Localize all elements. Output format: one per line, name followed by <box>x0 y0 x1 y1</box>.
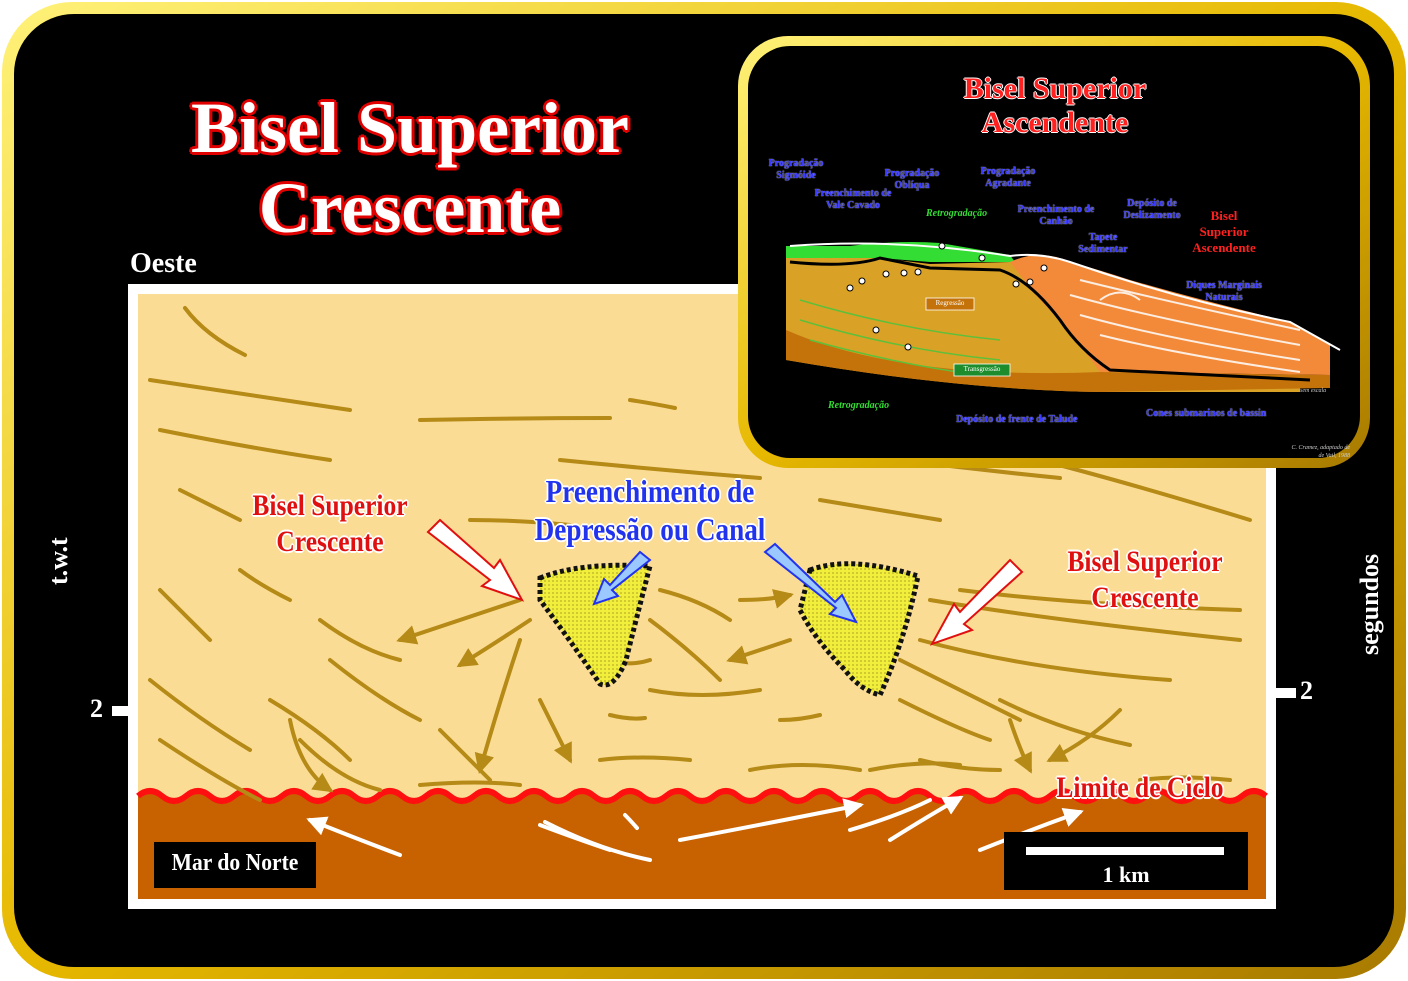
bisel-right-line-2: Crescente <box>1091 581 1199 614</box>
inset-bisel-line-2: Superior <box>1199 224 1249 239</box>
inset-title-line-2: Ascendente <box>981 106 1129 139</box>
inset-shelf <box>786 257 1300 392</box>
limite-de-ciclo-label: Limite de Ciclo <box>1056 771 1224 804</box>
blue-arrow-right <box>763 542 858 624</box>
preenchimento-callout: Preenchimento de Depressão ou Canal <box>523 472 778 548</box>
inset-retrogradacao-top: Retrogradação <box>926 208 988 219</box>
channel-fill-left <box>537 562 654 688</box>
inset-regressao-label: Regressão <box>935 299 965 307</box>
bisel-left-line-2: Crescente <box>276 525 384 558</box>
inset-deposito-frente-talude: Depósito de frente de Talude <box>956 414 1078 425</box>
inset-credit-line-2: de Vail, 1988 <box>1318 453 1351 459</box>
inset-boundary <box>789 256 1311 382</box>
bisel-left-callout: Bisel Superior Crescente <box>237 488 424 560</box>
scale-label: 1 km <box>1102 862 1150 887</box>
red-arrow-right <box>929 558 1024 646</box>
inset-bisel-line-1: Bisel <box>1210 208 1238 223</box>
scale-box <box>1004 832 1248 890</box>
basement <box>138 791 1266 899</box>
inset-progradacao-sigmoide: Progradação Sigmóide <box>768 158 824 181</box>
transgressao-box <box>953 363 1011 377</box>
inset-diques-marginais: Diques Marginais Naturais <box>1186 280 1262 303</box>
unconformity-line <box>136 788 1268 804</box>
inset-title: Bisel Superior Ascendente <box>890 72 1220 140</box>
inset-green-top <box>786 242 1015 262</box>
oeste-label: Oeste <box>130 248 197 279</box>
inset-tapete-sedimentar: Tapete Sedimentar <box>1078 232 1128 255</box>
blue-arrow-left <box>592 550 652 606</box>
segundos-axis-label: segundos <box>1355 553 1384 655</box>
basement-arrows <box>306 796 1084 862</box>
inset-preenchimento-vale: Preenchimento de Vale Cavado <box>814 188 892 211</box>
bisel-right-line-1: Bisel Superior <box>1067 545 1223 578</box>
inset-transgressao-label: Transgressão <box>963 365 1001 373</box>
title-line-1: Bisel Superior <box>190 88 629 168</box>
title-line-2: Crescente <box>258 168 562 248</box>
page-title: Bisel Superior Crescente <box>120 88 700 248</box>
inset-preenchimento-canhao: Preenchimento de Canhão <box>1017 204 1095 227</box>
inset-bisel-ascendente: Bisel Superior Ascendente <box>1176 208 1272 256</box>
tick-right <box>1276 688 1296 698</box>
inset-sem-escala: sem escala <box>1300 388 1327 394</box>
inset-credit: C. Cramez, adaptado de de Vail, 1988 <box>1270 444 1351 460</box>
inset-lower <box>786 330 1330 392</box>
inset-cones-submarinos: Cones submarinos de bassin <box>1146 408 1267 419</box>
tick-right-label: 2 <box>1300 676 1313 705</box>
regressao-box <box>925 297 975 311</box>
inset-title-line-1: Bisel Superior <box>963 72 1147 105</box>
inset-panel <box>738 36 1370 468</box>
inset-progradacao-obliqua: Progradação Oblíqua <box>884 168 940 191</box>
tick-left-label: 2 <box>90 694 103 723</box>
bisel-right-callout: Bisel Superior Crescente <box>1047 544 1243 616</box>
preenchimento-line-1: Preenchimento de <box>545 473 755 509</box>
inset-bisel-line-3: Ascendente <box>1192 240 1256 255</box>
inset-retrogradacao-bottom: Retrogradação <box>828 400 890 411</box>
red-arrow-left <box>426 518 525 602</box>
inset-slope <box>1010 255 1330 375</box>
twt-axis-label: t.w.t <box>44 537 73 585</box>
mar-do-norte-box <box>154 842 316 888</box>
tick-left <box>112 706 130 716</box>
preenchimento-line-2: Depressão ou Canal <box>534 511 766 547</box>
inset-dots <box>846 242 1048 351</box>
inset-progradacao-agradante: Progradação Agradante <box>980 166 1036 189</box>
inset-strata <box>1069 279 1301 373</box>
inset-deposito-deslizamento: Depósito de Deslizamento <box>1123 198 1181 221</box>
inset-credit-line-1: C. Cramez, adaptado de <box>1291 445 1351 451</box>
bisel-left-line-1: Bisel Superior <box>252 489 408 522</box>
scale-bar <box>1026 847 1224 855</box>
mar-do-norte-label: Mar do Norte <box>171 850 299 876</box>
